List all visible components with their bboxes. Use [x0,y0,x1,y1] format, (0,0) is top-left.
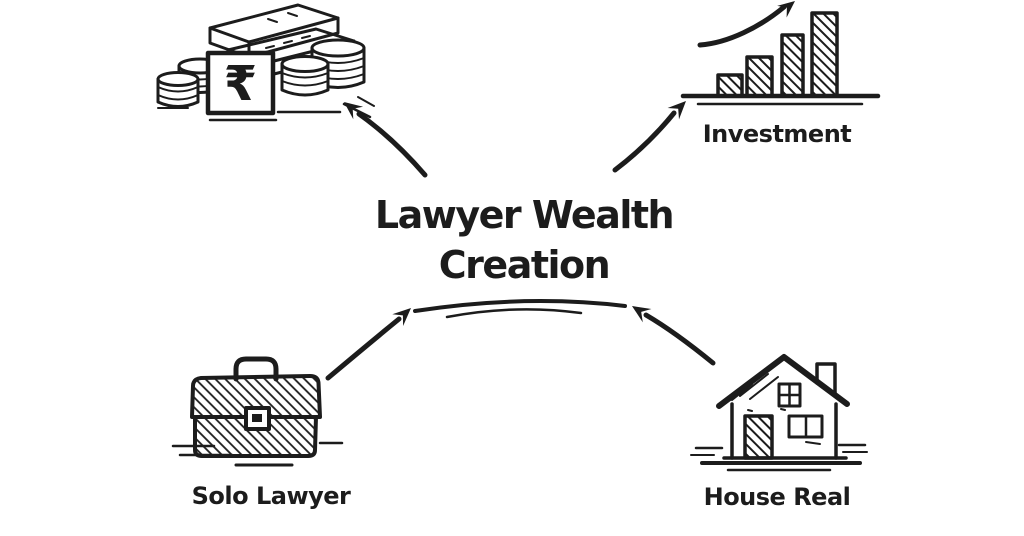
arrowhead [632,306,652,323]
arrowhead [344,102,364,120]
briefcase-icon [171,356,344,467]
briefcase-handle [233,356,279,382]
investment-label: Investment [702,120,852,148]
growth-arrowhead [777,1,795,18]
house-icon [690,354,868,472]
arrow-center-to-money [344,102,428,178]
growth-arrow [697,4,787,48]
house-roof [716,354,850,409]
chart-bar-1 [716,73,744,98]
growth-bar-chart-icon [680,1,881,106]
solo-lawyer-label: Solo Lawyer [191,482,351,510]
house-door [743,414,774,460]
title-line-1: Lawyer Wealth [374,193,675,237]
arrow-house-to-center [632,306,716,366]
title-line-2: Creation [438,243,611,287]
arrow-solo-lawyer-to-center [325,308,411,381]
briefcase-body [193,415,318,458]
title-underline-swoosh [413,299,627,319]
house-real-label: House Real [703,483,851,511]
house-chimney [815,362,837,397]
briefcase-lid [190,374,322,419]
chart-bar-2 [745,55,774,98]
chart-bar-3 [780,33,805,98]
arrowhead [392,308,411,326]
chart-bar-4 [810,11,839,98]
diagram-title: Lawyer Wealth Creation [324,190,724,290]
rupee-symbol: ₹ [224,56,257,112]
cash-pile-icon: ₹ [156,3,375,122]
arrowhead [667,101,686,120]
arrow-center-to-investment [612,101,686,173]
